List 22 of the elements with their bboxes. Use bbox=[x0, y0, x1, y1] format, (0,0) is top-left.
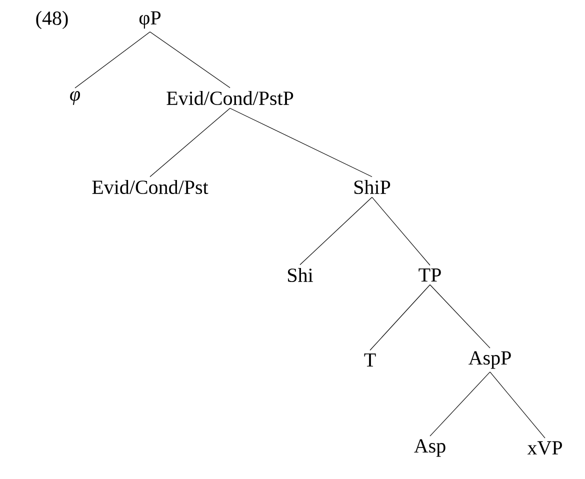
tree-label: Evid/Cond/Pst bbox=[92, 180, 208, 194]
branch-line bbox=[230, 108, 372, 178]
tree-label: AspP bbox=[468, 351, 511, 369]
tree-label: TP bbox=[418, 268, 441, 282]
example-number: (48) bbox=[36, 10, 68, 30]
tree-label: T bbox=[364, 353, 376, 367]
branch-line bbox=[370, 284, 430, 351]
tree-label: φ bbox=[70, 91, 80, 105]
branch-line bbox=[430, 284, 490, 348]
branch-line bbox=[372, 196, 430, 266]
tree-label: Shi bbox=[288, 268, 313, 282]
branch-line bbox=[150, 108, 230, 178]
tree-label: ShiP bbox=[354, 180, 390, 194]
branch-line bbox=[150, 32, 230, 88]
tree-label: Asp bbox=[414, 439, 446, 457]
branch-line bbox=[490, 372, 546, 438]
tree-label: φP bbox=[139, 11, 161, 29]
tree-label: Evid/Cond/PstP bbox=[166, 90, 294, 106]
branch-line bbox=[74, 32, 150, 88]
branch-line bbox=[430, 372, 490, 436]
branch-line bbox=[300, 196, 372, 266]
tree-label: xVP bbox=[527, 441, 562, 455]
